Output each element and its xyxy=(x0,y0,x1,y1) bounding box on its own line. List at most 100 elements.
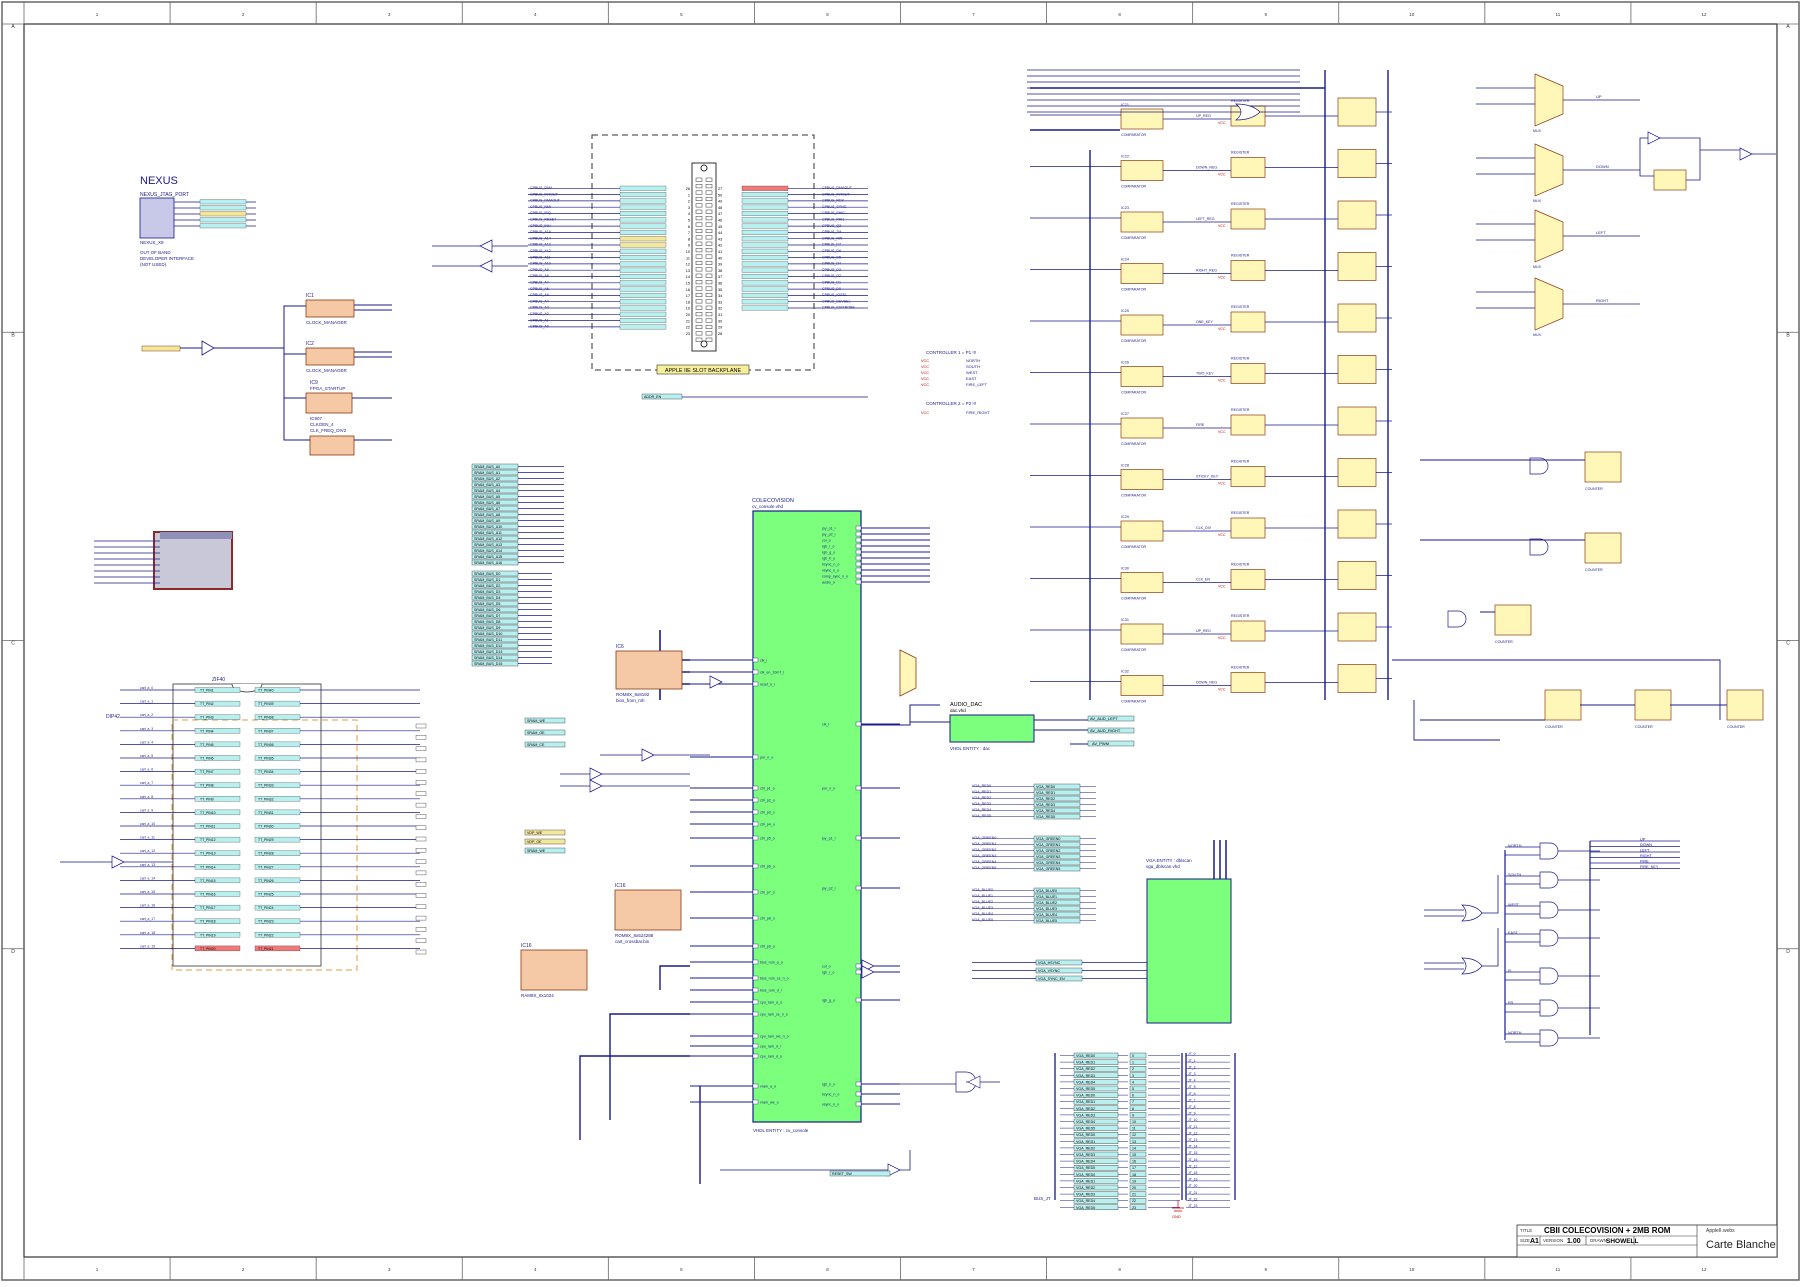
port-pin xyxy=(855,525,862,531)
zif-left-net: TT_PIN20 xyxy=(200,947,216,951)
apple-backplane: APPLE IIE SLOT BACKPLANE 261234567891011… xyxy=(432,134,868,398)
nexus-net xyxy=(199,211,247,217)
apple-right-port xyxy=(741,204,789,210)
vga-dblscan-block xyxy=(1146,878,1232,1024)
slot-pin-number: 48 xyxy=(718,206,722,210)
fpga-startup xyxy=(305,392,353,414)
svg-text:IC9: IC9 xyxy=(310,380,318,386)
slot-pin-number: 19 xyxy=(686,307,690,311)
net-port-label: SRAM_BUS_D5 xyxy=(474,602,500,606)
controller-line: NORTH xyxy=(966,358,980,363)
clock-divider xyxy=(309,435,355,456)
comparator-block xyxy=(1120,469,1164,490)
net-port-label: SRAM_BUS_D11 xyxy=(474,638,502,642)
coleco-port: clk_en_10m7_i xyxy=(760,671,784,675)
register-label: REGISTER xyxy=(1231,254,1250,258)
cart-net: cart_a_11 xyxy=(140,836,155,840)
net-port xyxy=(1129,1098,1147,1105)
net-port xyxy=(1129,1059,1147,1065)
vga-net: VGA_GREEN3 xyxy=(972,854,996,858)
slot-pin xyxy=(705,267,713,272)
counter-block xyxy=(1337,561,1377,590)
svg-text:CLOCK_MANAGER: CLOCK_MANAGER xyxy=(306,320,348,325)
comparator-label: COMPARATOR xyxy=(1121,288,1147,292)
register-label: REGISTER xyxy=(1231,357,1250,361)
net-port-label: VGA_RED5 xyxy=(1076,1166,1095,1170)
port-pin xyxy=(855,885,862,891)
slot-pin-number: 2 xyxy=(688,200,690,204)
bus-net: JT_5 xyxy=(1188,1085,1196,1089)
coleco-port: audio_o xyxy=(822,581,835,585)
net-port-label: 0 xyxy=(1132,1054,1134,1058)
apple-right-port xyxy=(741,305,789,311)
and-gate xyxy=(1529,538,1549,556)
vga-net: VGA_RED4 xyxy=(972,808,991,812)
wire xyxy=(1505,905,1600,915)
coleco-port: rgb_g_o xyxy=(822,999,835,1003)
net-port xyxy=(1129,1171,1147,1178)
wire xyxy=(1030,369,1392,377)
net-port-label: VGA_RED3 xyxy=(1036,803,1055,807)
direction-label: NORTH xyxy=(1508,844,1522,848)
slot-pin xyxy=(705,324,713,329)
wire xyxy=(1030,70,1389,700)
mux-output: RIGHT xyxy=(1596,298,1609,303)
slot-pin xyxy=(705,312,713,317)
slot-pin xyxy=(705,299,713,304)
comparator-ref: IC25 xyxy=(1121,309,1129,313)
slot-pin xyxy=(695,292,703,297)
apple-left-port xyxy=(619,292,667,298)
net-port xyxy=(1129,1125,1147,1131)
wire xyxy=(1392,459,1727,741)
counter-block xyxy=(1337,252,1377,281)
slot-pin xyxy=(705,184,713,189)
port-pin xyxy=(855,963,862,969)
coleco-port: cpu_ram_d_i xyxy=(760,1045,781,1049)
dip-pin xyxy=(415,769,427,774)
zif-left-net: TT_PIN13 xyxy=(200,852,216,856)
dip-pin xyxy=(415,735,427,740)
svg-text:AV_AUD_LEFT: AV_AUD_LEFT xyxy=(1090,716,1118,721)
comparator-block xyxy=(1120,417,1164,439)
coleco-port: vsync_n_o xyxy=(822,569,839,573)
apple-left-port xyxy=(619,198,667,204)
bus-net: JT_20 xyxy=(1188,1184,1198,1188)
zif-left-net: TT_PIN10 xyxy=(200,811,216,815)
slot-pin-number: 46 xyxy=(718,219,722,223)
net-port-label: SRAM_BUS_A14 xyxy=(474,549,502,553)
comparator-ref: IC29 xyxy=(1121,515,1129,519)
vga-net: VGA_RED5 xyxy=(972,814,991,818)
net-port-label: VGA_RED0 xyxy=(1076,1173,1095,1177)
mux-output: DOWN xyxy=(1596,164,1609,169)
net-port-label: 20 xyxy=(1132,1186,1136,1190)
vga-net: VGA_RED0 xyxy=(972,784,991,788)
register-label: REGISTER xyxy=(1231,99,1250,103)
net-port-label: SRAM_BUS_D15 xyxy=(474,662,502,666)
net-port-label: SRAM_BUS_A5 xyxy=(474,495,500,499)
direction-label: EAST xyxy=(1508,931,1519,935)
net-port xyxy=(1129,1112,1147,1118)
apple-right-port xyxy=(741,274,789,279)
slot-pin xyxy=(705,273,713,278)
port-pin xyxy=(855,537,862,543)
slot-pin xyxy=(695,184,703,189)
apple-right-port xyxy=(741,248,789,254)
slot-pin-number: 11 xyxy=(686,256,690,260)
vga-net: VGA_GREEN1 xyxy=(972,842,996,846)
wire xyxy=(1505,875,1600,885)
coleco-port: cpu_ram_a_o xyxy=(760,1001,782,1005)
comparator-ref: IC30 xyxy=(1121,567,1129,571)
slot-pin xyxy=(695,216,703,221)
net-port-label: SRAM_BUS_A7 xyxy=(474,507,500,511)
slot-pin xyxy=(705,228,713,233)
net-port-label: SRAM_BUS_D13 xyxy=(474,650,502,654)
port-pin xyxy=(752,821,759,827)
dip-frame xyxy=(171,719,358,971)
or-gate xyxy=(1235,103,1261,121)
column-number: 7 xyxy=(972,1267,975,1272)
row-letter: C xyxy=(11,641,15,647)
net-port-label: SRAM_BUS_A8 xyxy=(474,513,500,517)
brand-small: AppleII.webs xyxy=(1706,1228,1735,1234)
register-block xyxy=(1230,157,1266,178)
coleco-port: hsync_n_o xyxy=(822,1093,839,1097)
